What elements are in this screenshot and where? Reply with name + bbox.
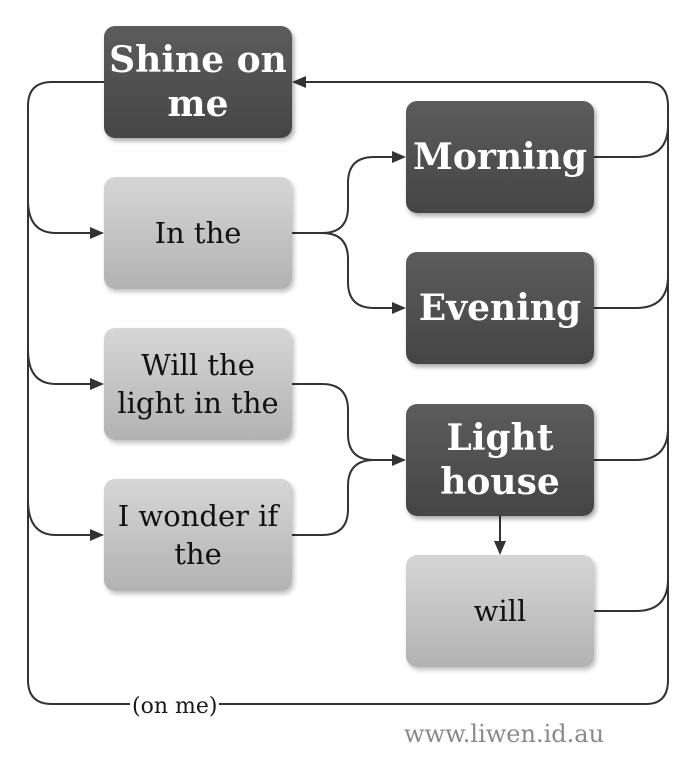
node-label: will <box>473 594 527 628</box>
connector-wonder-to-light <box>292 459 375 536</box>
loop-outer-line <box>27 76 669 705</box>
connector-evening-to-loop <box>594 275 669 309</box>
connector-will-to-loop <box>594 578 669 612</box>
node-label: Shine on me <box>109 39 287 125</box>
node-in-the: In the <box>104 177 292 289</box>
node-label: Light house <box>440 417 560 503</box>
node-will: will <box>406 555 594 667</box>
node-light-house: Light house <box>406 404 594 516</box>
node-i-wonder-if-the: I wonder if the <box>104 479 292 591</box>
loop-label: (on me) <box>130 693 220 721</box>
connector-morning-to-loop <box>594 124 669 158</box>
node-label: Evening <box>418 287 582 329</box>
node-label: In the <box>154 216 242 250</box>
node-evening: Evening <box>406 252 594 364</box>
connector-light-to-loop <box>594 427 669 461</box>
connector-to-in-the <box>27 199 104 239</box>
node-label: Morning <box>412 136 588 178</box>
node-morning: Morning <box>406 101 594 213</box>
node-will-the-light-in-the: Will the light in the <box>104 328 292 440</box>
watermark-url: www.liwen.id.au <box>404 720 605 748</box>
connector-will-the-to-light <box>292 383 406 466</box>
node-shine-on-me: Shine on me <box>104 26 292 138</box>
connector-to-will-the <box>27 349 104 390</box>
connector-to-wonder <box>27 499 104 541</box>
connector-in-the-to-evening <box>321 232 406 314</box>
node-label: Will the light in the <box>117 348 279 420</box>
node-label: I wonder if the <box>117 499 279 571</box>
connector-in-the-to-morning <box>292 151 406 234</box>
